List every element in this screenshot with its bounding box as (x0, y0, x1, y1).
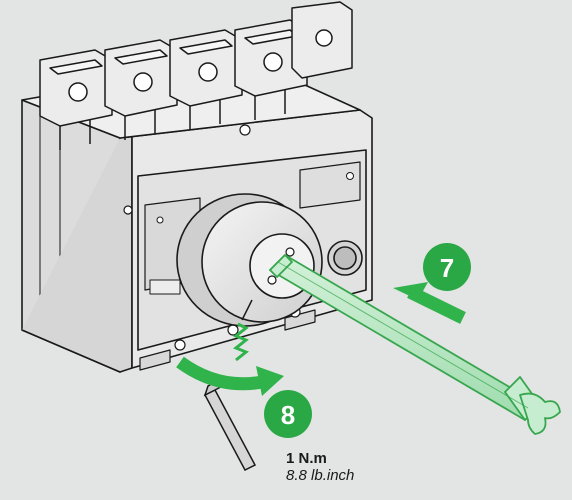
torque-imperial-value: 8.8 lb.inch (286, 467, 355, 484)
allen-key-icon (203, 376, 257, 471)
torque-metric-value: 1 N.m (286, 450, 327, 467)
step-7-badge: 7 (423, 243, 471, 291)
terminal-blocks (39, 1, 353, 150)
straight-arrow-icon (393, 282, 466, 324)
extension-shaft-icon (269, 254, 561, 435)
step-8-badge: 8 (264, 390, 312, 438)
spring-icon (233, 299, 253, 362)
curved-arrow-icon (176, 356, 284, 396)
step-8-label: 8 (281, 400, 295, 430)
step-7-label: 7 (440, 253, 454, 283)
torque-spec: 1 N.m 8.8 lb.inch (286, 450, 354, 484)
